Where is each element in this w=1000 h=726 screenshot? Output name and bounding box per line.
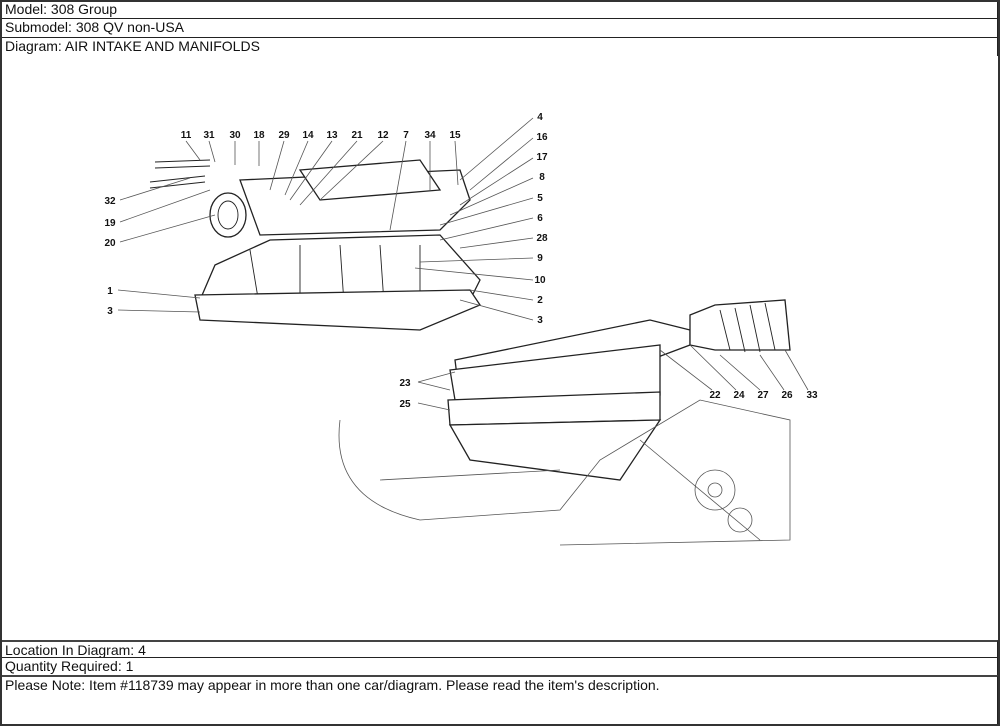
quantity-row: Quantity Required: 1 (0, 657, 998, 676)
callout-28: 28 (536, 233, 548, 244)
callout-23: 23 (399, 378, 411, 389)
callout-labels: 11 31 30 18 29 14 13 21 12 7 34 15 4 16 … (104, 112, 818, 410)
callout-4: 4 (537, 112, 543, 123)
callout-34: 34 (424, 130, 436, 141)
callout-12: 12 (377, 130, 389, 141)
callout-6: 6 (537, 213, 543, 224)
callout-18: 18 (253, 130, 265, 141)
callout-27: 27 (757, 390, 769, 401)
callout-21: 21 (351, 130, 363, 141)
callout-13: 13 (326, 130, 338, 141)
callout-31: 31 (203, 130, 215, 141)
callout-32: 32 (104, 196, 116, 207)
callout-3-right: 3 (537, 315, 543, 326)
callout-11: 11 (181, 130, 192, 141)
callout-20: 20 (104, 238, 116, 249)
note-row: Please Note: Item #118739 may appear in … (0, 675, 998, 726)
callout-leaders (117, 117, 809, 411)
callout-10: 10 (534, 275, 546, 286)
callout-22: 22 (709, 390, 721, 401)
callout-17: 17 (536, 152, 548, 163)
location-row: Location In Diagram: 4 (0, 640, 998, 658)
callout-33: 33 (806, 390, 818, 401)
parts-diagram: 11 31 30 18 29 14 13 21 12 7 34 15 4 16 … (104, 112, 818, 546)
callout-14: 14 (302, 130, 314, 141)
manifold-drawing (149, 159, 481, 331)
callout-8: 8 (539, 172, 545, 183)
callout-9: 9 (537, 253, 543, 264)
callout-29: 29 (278, 130, 290, 141)
callout-26: 26 (781, 390, 793, 401)
diagram-title-row: Diagram: AIR INTAKE AND MANIFOLDS (0, 37, 998, 56)
model-row: Model: 308 Group (0, 0, 998, 19)
callout-16: 16 (536, 132, 548, 143)
callout-24: 24 (733, 390, 745, 401)
submodel-row: Submodel: 308 QV non-USA (0, 18, 998, 37)
callout-19: 19 (104, 218, 116, 229)
air-filter-drawing (338, 299, 791, 546)
callout-2: 2 (537, 295, 543, 306)
callout-30: 30 (229, 130, 241, 141)
callout-7: 7 (403, 130, 409, 141)
callout-1: 1 (107, 286, 113, 297)
callout-5: 5 (537, 193, 543, 204)
callout-15: 15 (449, 130, 461, 141)
callout-25: 25 (399, 399, 411, 410)
callout-3-left: 3 (107, 306, 113, 317)
